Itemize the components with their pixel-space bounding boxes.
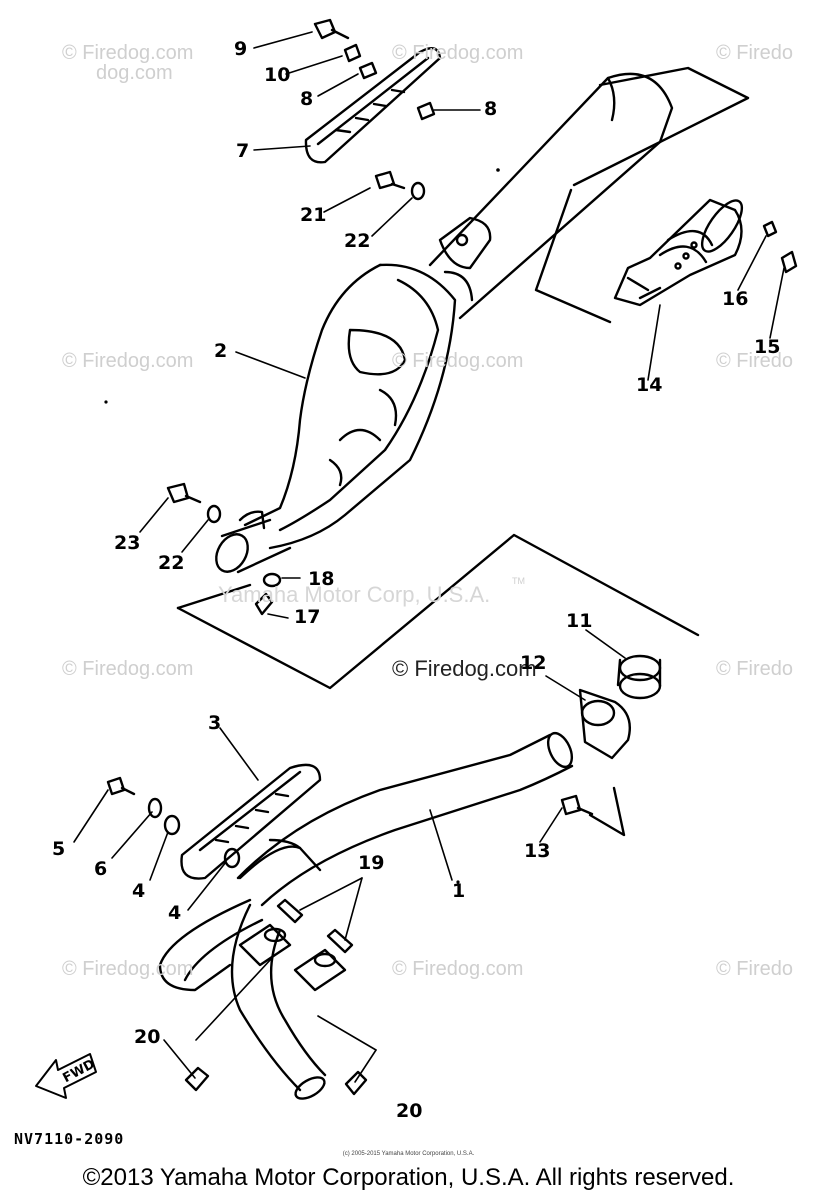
callout-7: 7: [236, 140, 250, 162]
diagram-code: NV7110-2090: [14, 1130, 125, 1148]
lower-assembly-outline: [176, 533, 700, 837]
watermark: © Firedog.com: [392, 42, 524, 64]
callout-8: 8: [300, 88, 314, 110]
exhaust-pipe: [158, 731, 574, 1100]
watermark-dark: © Firedog.com: [392, 656, 537, 681]
callout-23: 23: [114, 532, 141, 554]
muffler-assembly-outline: [534, 66, 750, 324]
watermark: © Firedo: [716, 42, 793, 64]
callout-10: 10: [264, 64, 291, 86]
watermark-center: Yamaha Motor Corp, U.S.A.: [218, 582, 491, 607]
callout-22: 22: [158, 552, 185, 574]
callout-1: 1: [452, 880, 466, 902]
callout-3: 3: [208, 712, 222, 734]
callout-12: 12: [520, 652, 547, 674]
callout-8: 8: [484, 98, 498, 120]
copyright-notice: ©2013 Yamaha Motor Corporation, U.S.A. A…: [82, 1164, 735, 1191]
callout-2: 2: [214, 340, 228, 362]
callout-16: 16: [722, 288, 749, 310]
muffler-body: [215, 72, 674, 574]
fwd-arrow-icon: [35, 1053, 97, 1099]
callout-22: 22: [344, 230, 371, 252]
callout-17: 17: [294, 606, 321, 628]
callout-21: 21: [300, 204, 327, 226]
spark-arrestor: [613, 198, 744, 307]
callout-15: 15: [754, 336, 781, 358]
callout-18: 18: [308, 568, 335, 590]
gasket-and-band: [578, 654, 662, 760]
callout-20: 20: [134, 1026, 161, 1048]
watermark: © Firedog.com: [62, 350, 194, 372]
watermark: © Firedog.com: [392, 350, 524, 372]
watermark: © Firedog.com: [392, 958, 524, 980]
leader-lines: [73, 31, 785, 1083]
callout-11: 11: [566, 610, 593, 632]
watermark: © Firedog.com: [62, 958, 194, 980]
callout-4: 4: [168, 902, 182, 924]
watermark: dog.com: [96, 62, 173, 84]
callout-5: 5: [52, 838, 66, 860]
callout-13: 13: [524, 840, 551, 862]
small-copyright: (c) 2005-2015 Yamaha Motor Corporation, …: [342, 1151, 475, 1157]
callout-19: 19: [358, 852, 385, 874]
heat-protector-lower: [180, 763, 322, 880]
watermark: © Firedog.com: [62, 658, 194, 680]
callout-4: 4: [132, 880, 146, 902]
callout-14: 14: [636, 374, 663, 396]
watermark: © Firedo: [716, 958, 793, 980]
watermark: © Firedo: [716, 658, 793, 680]
heat-protector-upper: [304, 46, 442, 164]
callout-20: 20: [396, 1100, 423, 1122]
watermark: © Firedog.com: [62, 42, 194, 64]
watermark-tm: TM: [512, 576, 525, 586]
fasteners: [106, 18, 798, 1096]
watermark: © Firedo: [716, 350, 793, 372]
callout-9: 9: [234, 38, 248, 60]
callout-6: 6: [94, 858, 108, 880]
